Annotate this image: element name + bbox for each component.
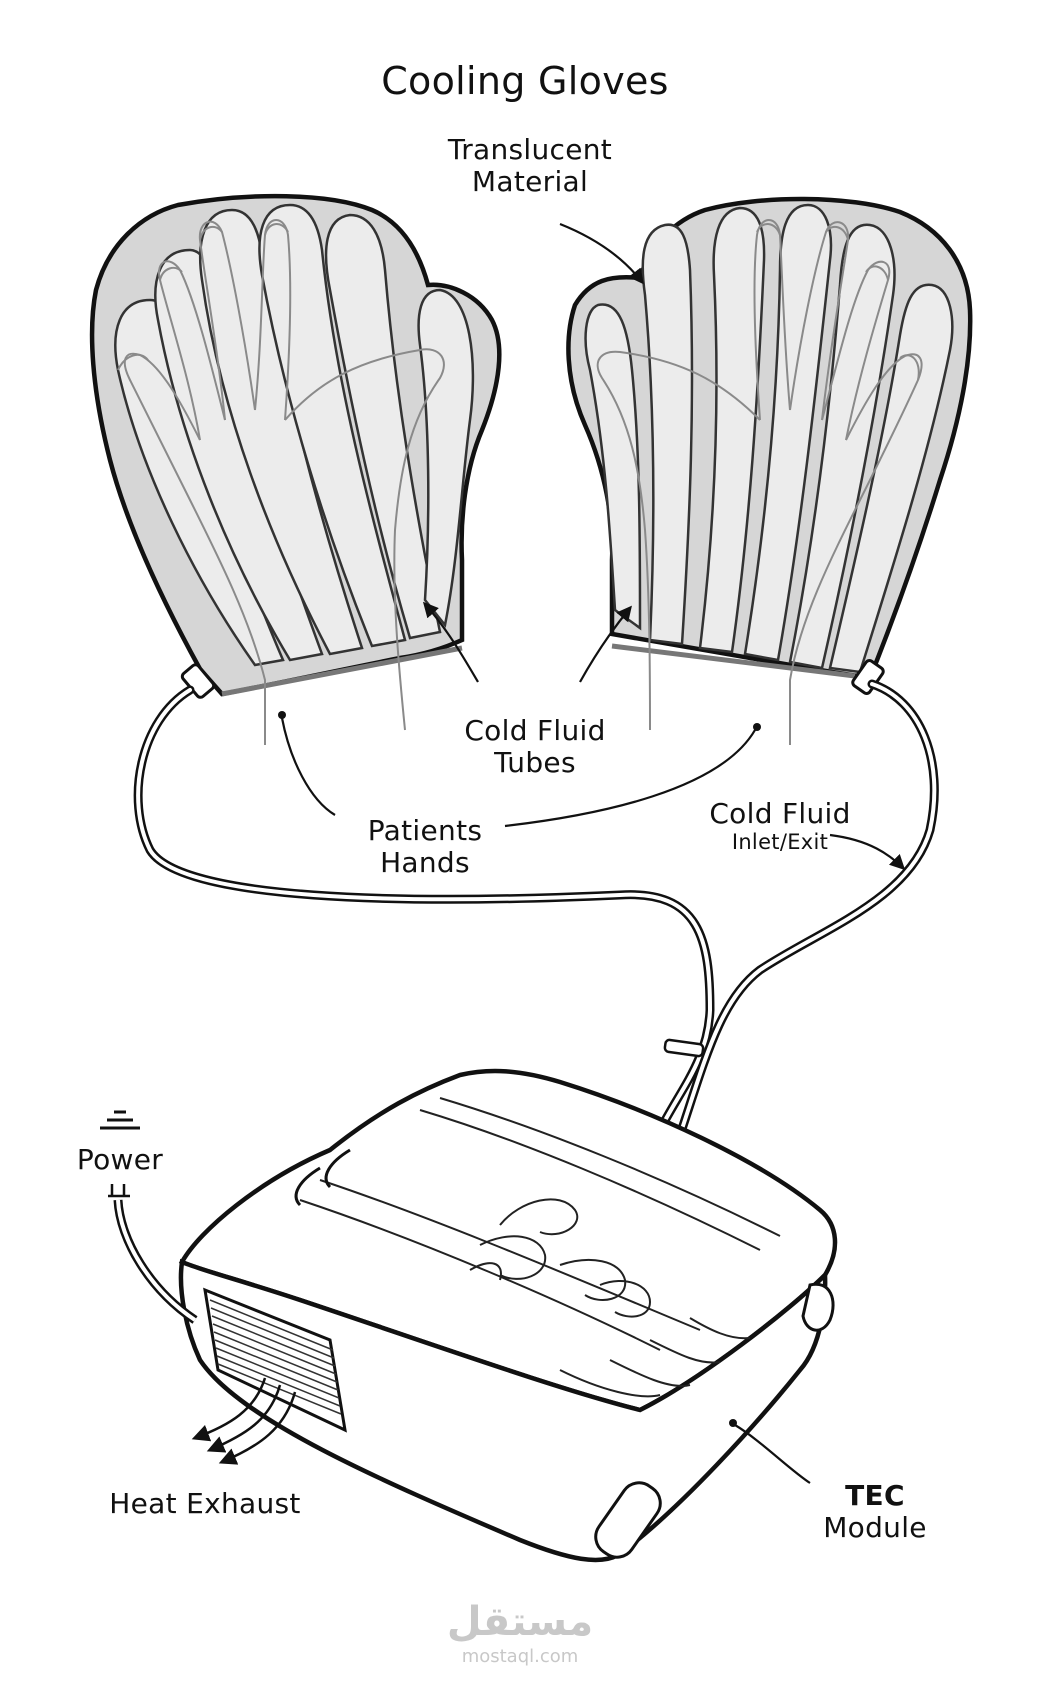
- left-glove-wrist-band: [221, 645, 463, 697]
- leader-hands-right: [504, 729, 756, 828]
- label-patients-hands: Patients Hands: [330, 815, 520, 879]
- label-translucent-line2: Material: [471, 165, 589, 198]
- fluid-hoses: [133, 679, 939, 1140]
- tec-side-knob: [801, 1282, 835, 1332]
- label-hands-line1: Patients: [367, 814, 483, 847]
- leader-tubes-right: [579, 605, 632, 683]
- leader-lines: [278, 222, 906, 1484]
- tec-module-front: [178, 1258, 828, 1563]
- leader-inlet: [829, 833, 906, 871]
- diagram-title: Cooling Gloves: [381, 59, 669, 103]
- left-glove: [89, 193, 502, 745]
- label-tec-line2: Module: [823, 1511, 927, 1544]
- label-cold-fluid-inlet: Cold Fluid Inlet/Exit: [690, 797, 870, 855]
- label-hands-line2: Hands: [380, 846, 470, 879]
- watermark-url: mostaql.com: [461, 1646, 579, 1667]
- leader-tubes-left: [422, 601, 479, 683]
- right-glove: [566, 196, 973, 745]
- label-power: Power: [76, 1143, 164, 1176]
- leader-translucent: [559, 222, 644, 285]
- leader-hands-left: [280, 717, 336, 816]
- right-hand-outline: [596, 219, 923, 745]
- label-tec-line1: TEC: [845, 1479, 905, 1512]
- tec-front-button: [594, 1481, 662, 1559]
- right-glove-wrist-band: [611, 643, 856, 679]
- leader-tec: [734, 1424, 811, 1484]
- label-tubes-line2: Tubes: [494, 746, 576, 779]
- tec-logo: [469, 1198, 652, 1318]
- heat-vent: [203, 1287, 347, 1433]
- label-tubes-line1: Cold Fluid: [464, 714, 606, 747]
- label-inlet-line2: Inlet/Exit: [731, 830, 829, 854]
- exhaust-arrows: [191, 1377, 297, 1465]
- label-heat-exhaust: Heat Exhaust: [109, 1487, 301, 1520]
- plug-icon: [108, 1184, 130, 1198]
- ground-icon: [100, 1110, 140, 1130]
- watermark-arabic: مستقل: [446, 1599, 594, 1645]
- label-cold-fluid-tubes: Cold Fluid Tubes: [420, 715, 650, 779]
- label-translucent-material: Translucent Material: [410, 134, 650, 198]
- left-hand-outline: [117, 219, 445, 745]
- left-glove-tubes: [114, 203, 475, 667]
- label-translucent-line1: Translucent: [447, 133, 613, 166]
- tec-module: [178, 1068, 838, 1563]
- label-inlet-line1: Cold Fluid: [709, 797, 851, 830]
- right-glove-tubes: [584, 203, 954, 674]
- power-cable: [108, 1184, 198, 1324]
- label-tec-module: TEC Module: [800, 1480, 950, 1544]
